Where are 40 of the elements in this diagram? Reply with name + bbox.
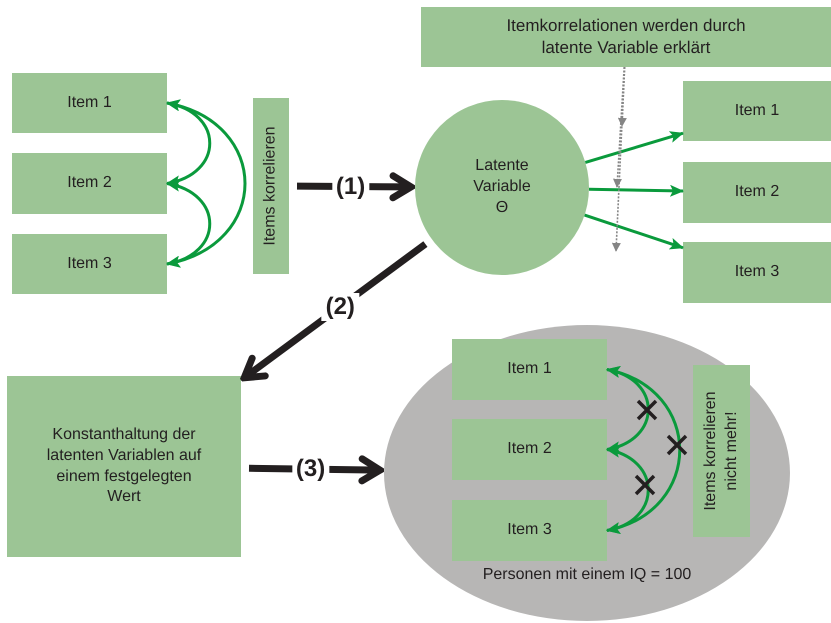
leader-line xyxy=(612,66,626,252)
item-box xyxy=(12,234,167,294)
node-label: Item 1 xyxy=(507,359,552,380)
item-box xyxy=(421,7,831,67)
node-label: Latente Variable Θ xyxy=(472,156,532,218)
arrow xyxy=(584,214,684,250)
arrow xyxy=(584,131,684,164)
node-label: Item 1 xyxy=(734,100,780,121)
node-label: Konstanthaltung der latenten Variablen auf einem festgelegten Wert xyxy=(46,424,202,508)
item-box xyxy=(7,376,241,557)
note-box xyxy=(253,98,289,274)
correlation-arrow xyxy=(606,368,682,532)
correlation-arrow xyxy=(606,367,650,452)
note-box xyxy=(693,365,750,537)
arrow xyxy=(588,184,684,197)
node-label: Item 2 xyxy=(507,439,552,460)
item-box xyxy=(12,73,167,133)
item-box xyxy=(452,339,607,400)
correlation-arrow xyxy=(606,447,650,533)
node-label: Item 2 xyxy=(734,182,780,202)
correlation-arrow xyxy=(166,100,246,266)
node-label: Item 1 xyxy=(67,92,112,113)
item-box xyxy=(452,500,607,561)
node-label: Itemkorrelationen werden durch latente Variable erklärt xyxy=(505,14,747,59)
node-label: Item 2 xyxy=(67,173,112,194)
correlation-arrow xyxy=(166,181,212,266)
item-box xyxy=(683,162,831,223)
node-label: Item 3 xyxy=(507,520,552,540)
correlation-arrow xyxy=(166,100,212,186)
group-caption: Personen mit einem IQ = 100 xyxy=(482,565,692,585)
item-box xyxy=(683,242,831,303)
node-label: Items korrelieren xyxy=(260,125,280,248)
node-label: Items korrelieren nicht mehr! xyxy=(700,390,740,513)
node-label: Item 3 xyxy=(67,254,112,274)
edge-label: (2) xyxy=(322,292,359,321)
item-box xyxy=(683,81,831,141)
node-label: Item 3 xyxy=(734,262,780,282)
item-box xyxy=(452,419,607,480)
item-box xyxy=(12,153,167,214)
leader-line xyxy=(613,66,625,188)
